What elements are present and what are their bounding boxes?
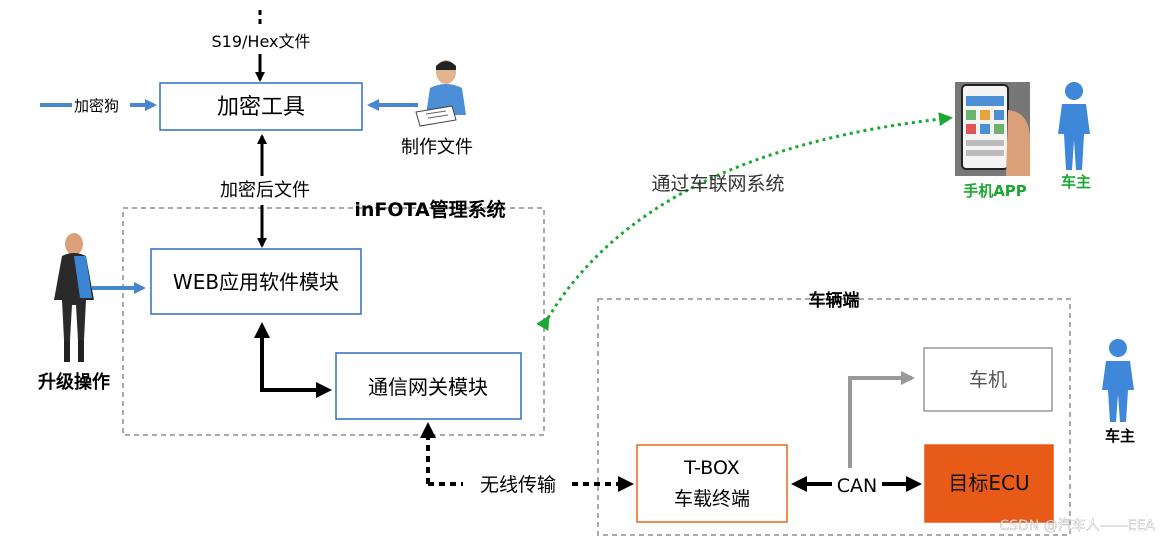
target-ecu-box <box>924 444 1054 523</box>
encrypted-file-label: 加密后文件 <box>220 180 310 201</box>
target-ecu-label: 目标ECU <box>948 471 1029 495</box>
tbox-label-line1: T-BOX <box>683 457 740 479</box>
wireless-label: 无线传输 <box>480 474 556 496</box>
head-unit-label: 车机 <box>969 369 1007 391</box>
seated-person-icon <box>415 60 466 127</box>
owner-label-bottom: 车主 <box>1105 427 1135 445</box>
infota-system-title: inFOTA管理系统 <box>354 198 505 221</box>
head-unit-box <box>923 347 1053 412</box>
can-to-head-unit-arrow <box>848 371 915 468</box>
via-iov-label: 通过车联网系统 <box>651 173 784 195</box>
tbox-box <box>636 444 788 523</box>
web-module-box <box>150 248 362 315</box>
phone-app-label: 手机APP <box>963 182 1027 200</box>
owner-label-top: 车主 <box>1061 173 1091 191</box>
s19-hex-file-label: S19/Hex文件 <box>212 32 311 51</box>
dongle-label: 加密狗 <box>74 97 119 115</box>
make-file-label: 制作文件 <box>401 137 473 158</box>
smartphone-icon <box>955 82 1030 176</box>
gateway-module-box <box>335 352 522 420</box>
tbox-label-line2: 车载终端 <box>674 488 750 510</box>
encrypt-tool-label: 加密工具 <box>217 95 305 120</box>
vehicle-side-title: 车辆端 <box>809 290 860 311</box>
owner-person-icon-bottom <box>1102 339 1134 422</box>
iov-dashed-curve <box>536 112 953 332</box>
standing-person-icon <box>54 233 94 362</box>
watermark: CSDN @汽车人——EEA <box>999 517 1155 534</box>
web-module-label: WEB应用软件模块 <box>173 270 339 294</box>
upgrade-operation-label: 升级操作 <box>38 371 110 393</box>
encrypt-tool-box <box>159 82 363 131</box>
gateway-module-label: 通信网关模块 <box>368 375 488 399</box>
owner-person-icon-top <box>1058 82 1090 170</box>
can-label: CAN <box>837 475 877 497</box>
